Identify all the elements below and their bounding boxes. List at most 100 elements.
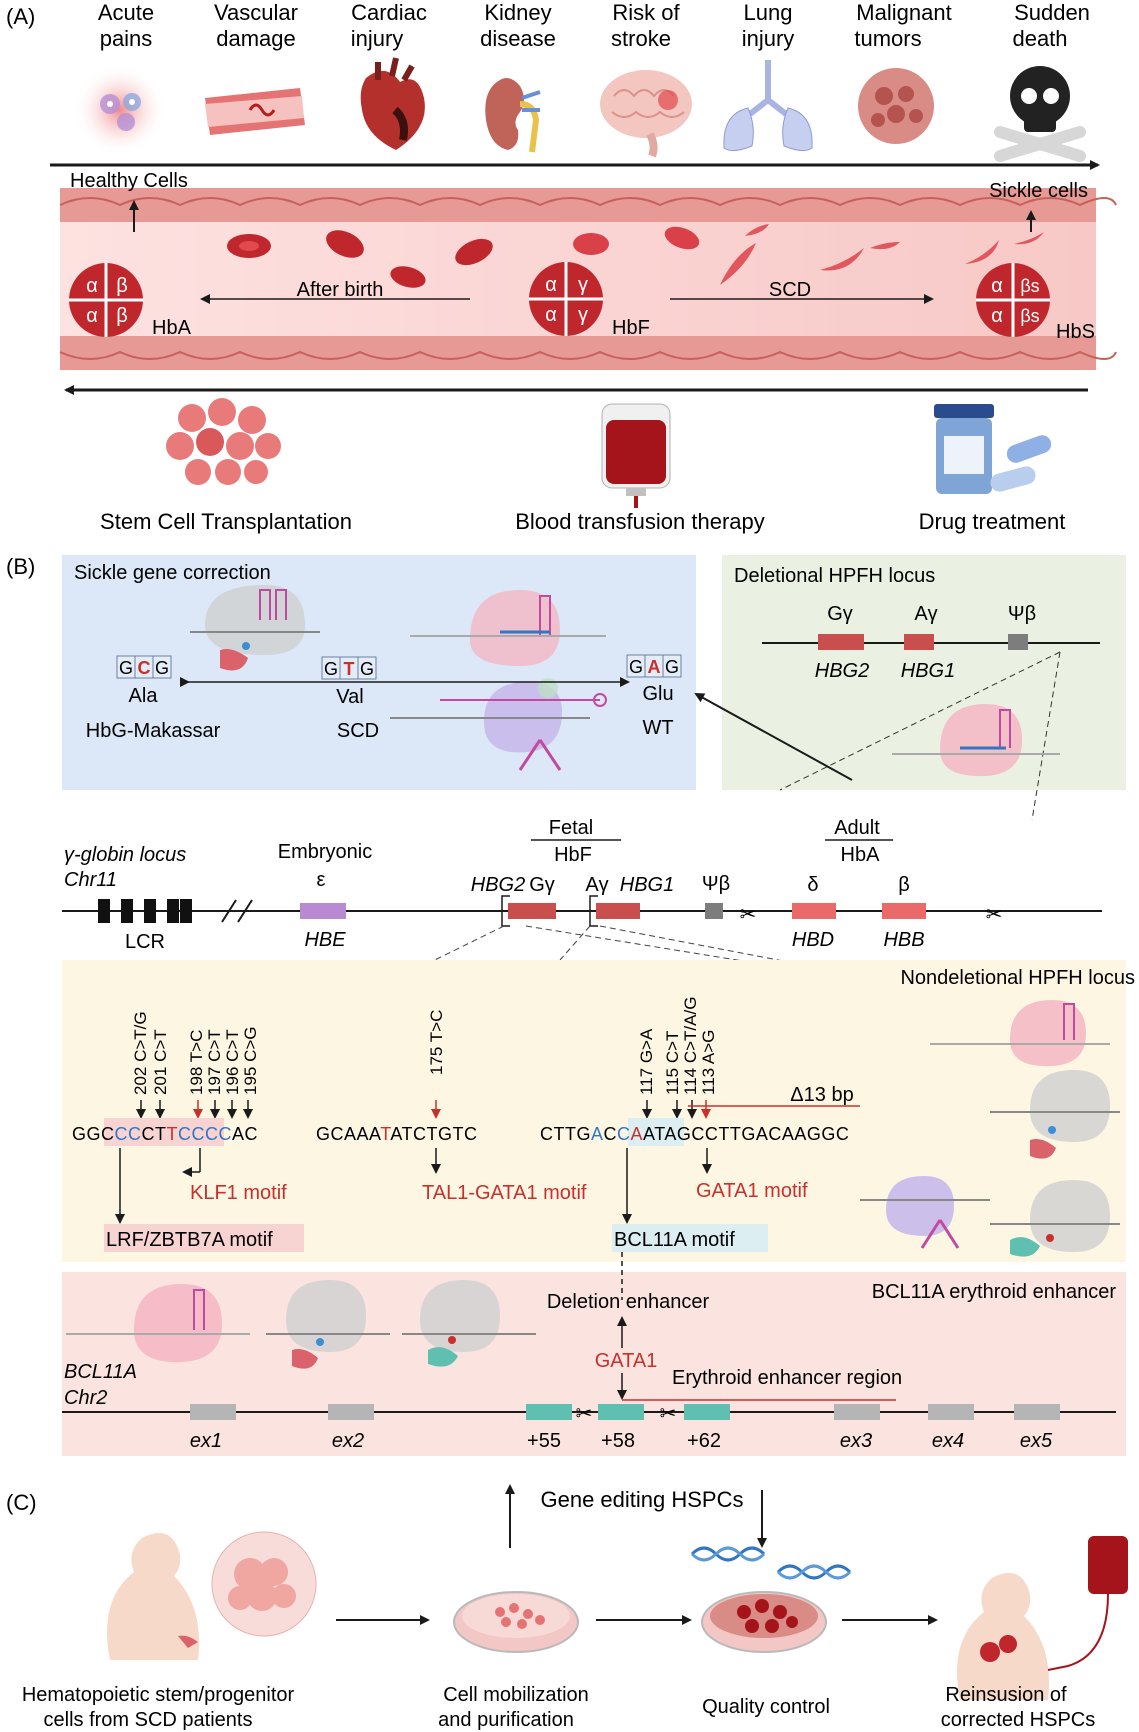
petri-dish-icon <box>453 1591 579 1653</box>
skull-icon <box>994 66 1086 162</box>
subunit-label: α <box>545 274 557 296</box>
complication-label: Cardiac <box>351 0 427 25</box>
deletion-label: Δ13 bp <box>790 1084 853 1106</box>
sickle-correction-title: Sickle gene correction <box>74 562 271 584</box>
lung-icon <box>723 60 813 152</box>
deletional-to-wt-arrow <box>694 693 853 781</box>
hbg-makassar-label: HbG-Makassar <box>86 720 221 742</box>
codon-base: G <box>324 659 338 679</box>
erythroid-region-label: Erythroid enhancer region <box>672 1367 902 1389</box>
bcl11a-enhancer-box <box>62 1272 1126 1456</box>
hbd-label: HBD <box>792 929 834 951</box>
subunit-label: α <box>545 304 557 326</box>
mutation-label: 195 C>G <box>241 1026 260 1095</box>
lrf-motif-label: LRF/ZBTB7A motif <box>106 1229 273 1251</box>
subunit-label: α <box>86 275 98 297</box>
mutation-label: 198 T>C <box>187 1030 206 1095</box>
scissors-icon: ✂ <box>740 904 757 926</box>
vessel-icon <box>205 88 305 135</box>
subunit-label: β <box>116 275 128 297</box>
complication-label: Kidney <box>484 0 551 25</box>
scissors-icon: ✂ <box>660 1403 677 1425</box>
subunit-label: βs <box>1020 276 1039 296</box>
codon-base: G <box>665 657 679 677</box>
stem-cells-icon <box>166 398 281 485</box>
hbf-tetramer: α γ α γ <box>529 262 603 336</box>
hbs-label: HbS <box>1056 321 1095 343</box>
lcr-label: LCR <box>125 931 165 953</box>
wt-label: WT <box>642 717 673 739</box>
codon-base: C <box>138 658 151 678</box>
complication-label: Malignant <box>856 0 951 25</box>
panel-label-c: (C) <box>6 1490 37 1515</box>
embryonic-label: Embryonic <box>278 841 372 863</box>
step-label: and purification <box>438 1709 574 1731</box>
complication-label: death <box>1012 26 1067 51</box>
beta-label: β <box>898 874 910 896</box>
hbg1-gene-box <box>596 903 640 919</box>
adult-hba-label: HbA <box>841 844 881 866</box>
hbg2-label: HBG2 <box>815 660 869 682</box>
bcl11a-gene-name: BCL11A <box>64 1361 137 1383</box>
deletional-hpfh-title: Deletional HPFH locus <box>734 565 935 587</box>
hbg1-label: HBG1 <box>620 874 674 896</box>
step-label: Cell mobilization <box>443 1684 589 1706</box>
blood-vessel <box>59 188 1117 370</box>
sequence-2: GCAAATATCTGTC <box>316 1124 478 1144</box>
gata1-motif-label: GATA1 motif <box>696 1180 808 1202</box>
pain-icon <box>74 64 166 156</box>
complication-label: tumors <box>854 26 921 51</box>
hba-label: HbA <box>152 317 192 339</box>
blood-bag-icon <box>601 403 671 508</box>
adult-label: Adult <box>834 817 880 839</box>
codon-base: G <box>155 658 169 678</box>
fetal-hbf-label: HbF <box>554 844 592 866</box>
mutation-label: 175 T>C <box>427 1010 446 1075</box>
bcl11a-motif-label: BCL11A motif <box>614 1229 735 1251</box>
codon-base: G <box>629 657 643 677</box>
break-symbol <box>221 899 253 923</box>
mutation-label: 114 C>T/A/G <box>681 997 700 1095</box>
scissors-icon: ✂ <box>986 904 1003 926</box>
treatment-label: Drug treatment <box>919 509 1066 534</box>
codon-base: T <box>344 659 355 679</box>
enhancer-label: +62 <box>687 1430 721 1452</box>
epsilon-label: ε <box>317 869 326 891</box>
hbg2-gene-box <box>508 903 556 919</box>
mutation-label: 197 C>T <box>205 1029 224 1095</box>
mutation-label: 201 C>T <box>151 1029 170 1095</box>
sickle-cells-label: Sickle cells <box>989 180 1088 202</box>
sequence-3: CTTGACCAATAGCCTTGACAAGGC <box>540 1124 849 1144</box>
hbg2-label: HBG2 <box>471 874 525 896</box>
mutation-labels-promoter: 202 C>T/G 201 C>T 198 T>C 197 C>T 196 C>… <box>131 997 718 1095</box>
codon-val: G T G <box>321 656 377 680</box>
a-gamma-label: Aγ <box>914 603 937 625</box>
bcl11a-motif-highlight <box>628 1118 684 1146</box>
mutation-label: 202 C>T/G <box>131 1011 150 1095</box>
nuclease-icon <box>410 590 606 666</box>
codon-base: G <box>360 659 374 679</box>
step-label: Reinsusion of <box>945 1684 1067 1706</box>
scissors-icon: ✂ <box>576 1403 593 1425</box>
treatment-label: Blood transfusion therapy <box>515 509 765 534</box>
hbd-gene-box <box>792 903 836 919</box>
klf1-motif-label: KLF1 motif <box>190 1182 287 1204</box>
mutation-label: 117 G>A <box>637 1028 656 1095</box>
step-label: cells from SCD patients <box>44 1709 253 1731</box>
panel-label-a: (A) <box>6 4 35 29</box>
bcl11a-exons <box>190 1404 1060 1420</box>
exon-label: ex1 <box>190 1430 222 1452</box>
exon-label: ex2 <box>332 1430 364 1452</box>
panel-label-b: (B) <box>6 554 35 579</box>
complication-label: Vascular <box>214 0 298 25</box>
scd-label: SCD <box>769 279 811 301</box>
codon-glu: G A G <box>626 654 682 678</box>
hba-tetramer: α β α β <box>69 263 143 337</box>
codon-base: A <box>648 657 661 677</box>
hbs-tetramer: α βs α βs <box>976 263 1050 337</box>
lcr-blocks <box>98 899 192 923</box>
exon-label: ex5 <box>1020 1430 1053 1452</box>
kidney-icon <box>485 78 541 153</box>
step-label: corrected HSPCs <box>941 1709 1096 1731</box>
